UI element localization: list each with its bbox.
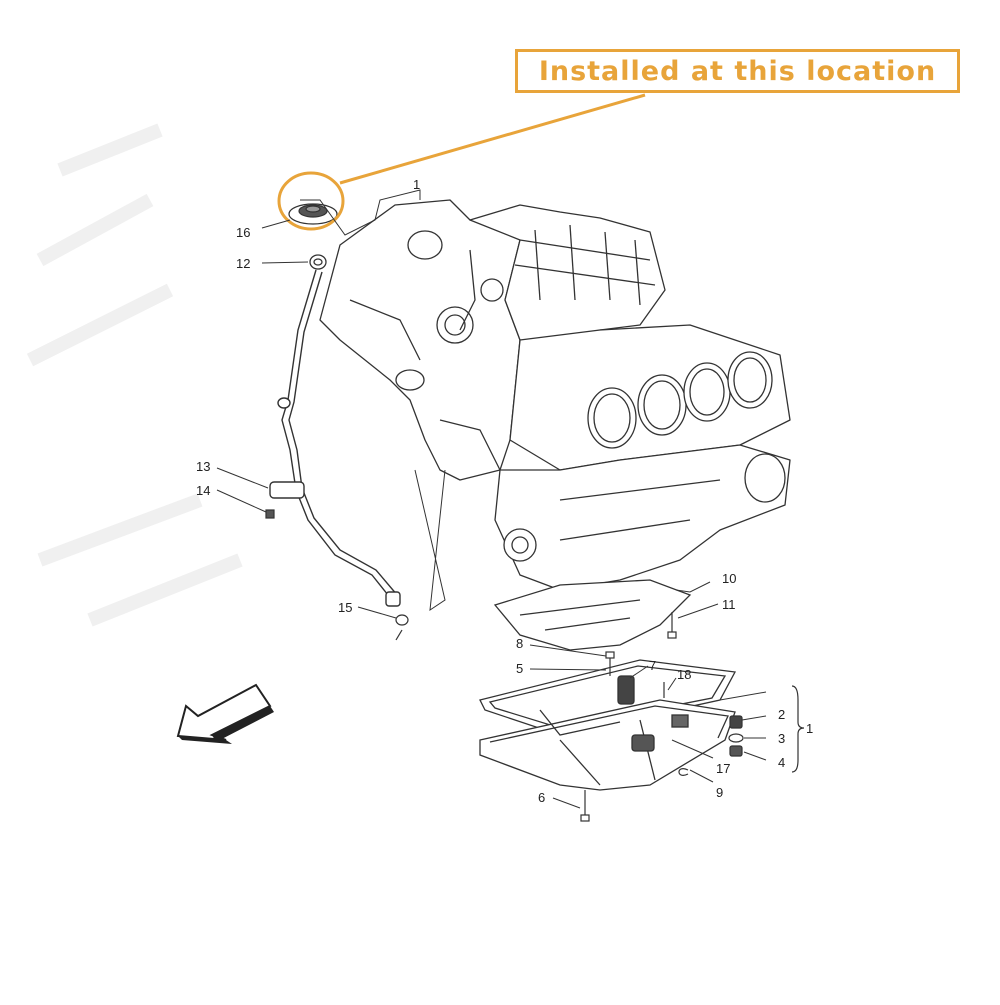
- label-1-top: 1: [413, 177, 420, 192]
- label-15: 15: [338, 600, 352, 615]
- drain-plug-parts: [728, 715, 744, 757]
- label-3: 3: [778, 731, 785, 746]
- watermark: [26, 123, 243, 627]
- label-13: 13: [196, 459, 210, 474]
- label-17: 17: [716, 761, 730, 776]
- fasteners: [580, 612, 689, 822]
- highlight-circle-icon: [277, 171, 345, 231]
- bolt-14: [265, 509, 275, 519]
- label-5: 5: [516, 661, 523, 676]
- label-8: 8: [516, 636, 523, 651]
- callout-box: Installed at this location: [515, 49, 960, 93]
- callout-text: Installed at this location: [538, 55, 937, 87]
- label-10: 10: [722, 571, 736, 586]
- windage-tray: [493, 579, 692, 651]
- seal-12: [309, 254, 327, 270]
- label-12: 12: [236, 256, 250, 271]
- oil-pan: [479, 675, 736, 791]
- label-9: 9: [716, 785, 723, 800]
- callout-leader-line: [339, 93, 646, 185]
- oil-filler-cap-icon: [288, 203, 338, 225]
- leader-lines: [216, 189, 767, 809]
- label-2: 2: [778, 707, 785, 722]
- part-labels: 1 16 12 13 14 15 10 11 8 5 7 18 2 3 4 1 …: [196, 177, 813, 805]
- o-ring-15: [395, 614, 409, 641]
- label-14: 14: [196, 483, 210, 498]
- label-1-bracket: 1: [806, 721, 813, 736]
- label-7: 7: [649, 658, 656, 673]
- label-16: 16: [236, 225, 250, 240]
- label-4: 4: [778, 755, 785, 770]
- label-18: 18: [677, 667, 691, 682]
- engine-block: [319, 199, 791, 591]
- front-direction-arrow-icon: [176, 683, 274, 744]
- label-11: 11: [722, 597, 736, 612]
- dipstick-tube: [269, 269, 401, 607]
- label-6: 6: [538, 790, 545, 805]
- group-bracket: [791, 685, 805, 773]
